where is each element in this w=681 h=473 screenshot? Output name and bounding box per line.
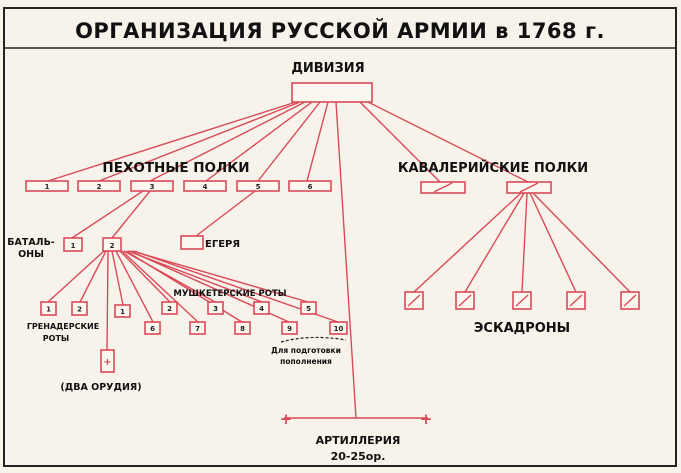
artillery-label: АРТИЛЛЕРИЯ xyxy=(316,434,401,447)
musketeer-company-8: 8 xyxy=(234,321,251,335)
chart-title: ОРГАНИЗАЦИЯ РУССКОЙ АРМИИ в 1768 г. xyxy=(75,18,605,43)
link-cav-sq4 xyxy=(529,192,577,293)
link-bat2-gren2 xyxy=(79,250,107,303)
battalion-number: 1 xyxy=(71,242,76,250)
company-number: 1 xyxy=(120,308,125,316)
company-number: 3 xyxy=(213,305,218,313)
link-cav-sq5 xyxy=(532,192,631,293)
link-cav-sq1 xyxy=(413,192,522,293)
infantry-regiment-1: 1 xyxy=(25,180,69,192)
battalion-number: 2 xyxy=(110,242,115,250)
regiment-number: 1 xyxy=(45,183,50,191)
battalions-label-line2: ОНЫ xyxy=(18,249,44,260)
company-number: 8 xyxy=(240,325,245,333)
link-division-reg3 xyxy=(149,101,306,182)
squadron-1 xyxy=(404,291,424,310)
musketeer-company-3: 3 xyxy=(207,301,224,315)
link-bat2-musk6 xyxy=(115,250,154,323)
musketeer-company-2: 2 xyxy=(161,301,178,315)
regiment-number: 2 xyxy=(97,183,102,191)
link-bat2-musk2 xyxy=(119,250,171,303)
battalions-label-line1: БАТАЛЬ- xyxy=(7,237,55,248)
link-bat2-musk7 xyxy=(121,250,199,323)
infantry-label: ПЕХОТНЫЕ ПОЛКИ xyxy=(102,160,249,176)
cavalry-label: КАВАЛЕРИЙСКИЕ ПОЛКИ xyxy=(398,160,588,176)
link-reg3-bat1 xyxy=(71,190,144,239)
infantry-regiment-2: 2 xyxy=(77,180,121,192)
link-division-reg4 xyxy=(205,101,313,182)
division-label: ДИВИЗИЯ xyxy=(291,61,364,76)
squadron-2 xyxy=(455,291,475,310)
regiment-number: 3 xyxy=(150,183,155,191)
regiment-number: 4 xyxy=(203,183,208,191)
link-division-cav1 xyxy=(359,101,441,183)
artillery-symbol-right: + xyxy=(420,410,433,428)
link-bat2-musk1 xyxy=(111,250,124,306)
company-number: 1 xyxy=(46,306,51,314)
squadron-5 xyxy=(620,291,640,310)
grenadiers-label-line2: РОТЫ xyxy=(43,334,69,343)
musketeer-company-9: 9 xyxy=(281,321,298,335)
musketeer-company-5: 5 xyxy=(300,301,317,315)
link-cav-sq2 xyxy=(464,192,525,293)
link-reg3-bat2 xyxy=(111,190,151,239)
company-number: 5 xyxy=(306,305,311,313)
battalion-2: 2 xyxy=(102,237,122,252)
link-cav-sq3 xyxy=(521,192,528,293)
cavalry-regiment-1 xyxy=(420,181,466,194)
musketeer-company-1: 1 xyxy=(114,304,131,318)
squadrons-label: ЭСКАДРОНЫ xyxy=(474,321,570,336)
grenadiers-label-line1: ГРЕНАДЕРСКИЕ xyxy=(27,322,99,331)
link-reg5-jaegers xyxy=(195,190,256,237)
link-division-cav2 xyxy=(367,101,529,183)
squadron-4 xyxy=(566,291,586,310)
reserve-label-line2: пополнения xyxy=(280,357,332,366)
company-number: 6 xyxy=(150,325,155,333)
reserve-label-line1: Для подготовки xyxy=(271,346,341,355)
link-division-reg1 xyxy=(47,101,297,182)
musketeer-company-7: 7 xyxy=(189,321,206,335)
musketeer-company-10: 10 xyxy=(329,321,348,335)
link-division-reg2 xyxy=(98,101,301,182)
chart-frame xyxy=(3,7,677,467)
grenadier-company-2: 2 xyxy=(71,301,88,316)
artillery-count: 20-25ор. xyxy=(331,450,386,463)
jaegers-box xyxy=(180,235,204,250)
company-number: 4 xyxy=(259,305,264,313)
company-number: 2 xyxy=(167,305,172,313)
battalion-1: 1 xyxy=(63,237,83,252)
link-bat2-musk5 xyxy=(131,250,309,303)
regiment-number: 6 xyxy=(308,183,313,191)
company-number: 10 xyxy=(334,325,344,333)
company-number: 7 xyxy=(195,325,200,333)
link-bat2-gren1 xyxy=(47,250,105,303)
infantry-regiment-3: 3 xyxy=(130,180,174,192)
musketeer-company-4: 4 xyxy=(253,301,270,315)
infantry-regiment-4: 4 xyxy=(183,180,227,192)
guns-box xyxy=(100,349,115,373)
company-number: 9 xyxy=(287,325,292,333)
guns-label: (ДВА ОРУДИЯ) xyxy=(60,382,141,393)
infantry-regiment-5: 5 xyxy=(236,180,280,192)
link-division-reg6 xyxy=(306,101,329,182)
guns-symbol: + xyxy=(103,357,111,368)
musketeer-company-6: 6 xyxy=(144,321,161,335)
cavalry-regiment-2 xyxy=(506,181,552,194)
division-box xyxy=(291,82,373,103)
company-number: 2 xyxy=(77,306,82,314)
link-division-reg5 xyxy=(257,101,321,182)
infantry-regiment-6: 6 xyxy=(288,180,332,192)
regiment-number: 5 xyxy=(256,183,261,191)
link-division-artillery xyxy=(335,101,357,419)
musketeers-label: МУШКЕТЕРСКИЕ РОТЫ xyxy=(173,289,286,299)
grenadier-company-1: 1 xyxy=(40,301,57,316)
artillery-symbol-left: + xyxy=(280,410,293,428)
reserve-bracket xyxy=(280,336,347,343)
link-bat2-guns xyxy=(106,250,109,351)
jaegers-label: ЕГЕРЯ xyxy=(205,239,240,250)
squadron-3 xyxy=(512,291,532,310)
